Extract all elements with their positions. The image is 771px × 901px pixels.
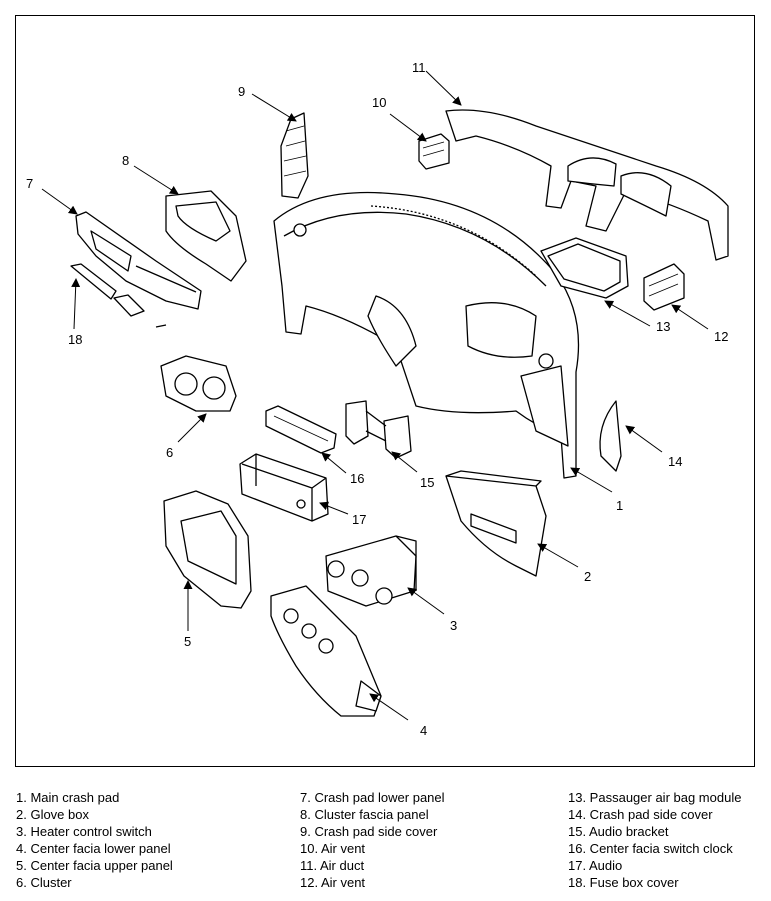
center-facia-lower-panel-drawing <box>270 585 382 717</box>
diagram-frame: 1 2 3 4 5 6 7 8 9 10 11 12 13 14 15 16 1… <box>15 15 755 767</box>
callout-9: 9 <box>238 84 245 99</box>
legend-item: 4. Center facia lower panel <box>16 841 171 856</box>
leader-14 <box>625 425 663 453</box>
legend-item: 10. Air vent <box>300 841 366 856</box>
callout-11: 11 <box>412 60 426 75</box>
leader-17 <box>319 501 349 515</box>
legend-item: 3. Heater control switch <box>16 824 152 839</box>
cluster-drawing <box>160 355 237 412</box>
center-facia-switch-clock-drawing <box>265 405 337 454</box>
callout-17: 17 <box>352 512 366 527</box>
leader-8 <box>133 165 179 195</box>
leader-4 <box>369 693 409 721</box>
center-facia-upper-panel-drawing <box>163 490 252 609</box>
leader-13 <box>604 300 651 327</box>
callout-10: 10 <box>372 95 386 110</box>
legend-item: 5. Center facia upper panel <box>16 858 173 873</box>
leader-7 <box>41 188 78 215</box>
legend-item: 12. Air vent <box>300 875 366 890</box>
callout-2: 2 <box>584 569 591 584</box>
callout-16: 16 <box>350 471 364 486</box>
legend-item: 13. Passauger air bag module <box>568 790 742 805</box>
leader-2 <box>537 543 579 568</box>
legend-item: 8. Cluster fascia panel <box>300 807 429 822</box>
crash-pad-side-cover-9-drawing <box>280 112 309 199</box>
cluster-fascia-panel-drawing <box>165 190 247 282</box>
callout-15: 15 <box>420 475 434 490</box>
legend-item: 7. Crash pad lower panel <box>300 790 445 805</box>
legend-item: 9. Crash pad side cover <box>300 824 438 839</box>
callout-6: 6 <box>166 445 173 460</box>
leader-9 <box>251 93 297 122</box>
crash-pad-side-cover-14-drawing <box>599 400 622 472</box>
glove-box-drawing <box>445 470 547 577</box>
legend-item: 11. Air duct <box>300 858 365 873</box>
leader-16 <box>321 452 347 474</box>
leader-1 <box>570 467 613 493</box>
callout-13: 13 <box>656 319 670 334</box>
leader-15 <box>391 451 418 473</box>
callout-5: 5 <box>184 634 191 649</box>
leader-10 <box>389 113 427 142</box>
legend-item: 18. Fuse box cover <box>568 875 679 890</box>
callout-18: 18 <box>68 332 82 347</box>
crash-pad-lower-panel-drawing <box>75 211 202 310</box>
legend-column-1: 1. Main crash pad 2. Glove box 3. Heater… <box>16 789 173 891</box>
fuse-box-cover-drawing <box>70 263 167 328</box>
legend-item: 14. Crash pad side cover <box>568 807 713 822</box>
air-vent-10-drawing <box>418 133 450 170</box>
callout-14: 14 <box>668 454 682 469</box>
exploded-dashboard-diagram: 1 2 3 4 5 6 7 8 9 10 11 12 13 14 15 16 1… <box>26 60 729 738</box>
main-crash-pad-drawing <box>273 191 580 479</box>
leader-3 <box>407 587 445 615</box>
callout-12: 12 <box>714 329 728 344</box>
callout-3: 3 <box>450 618 457 633</box>
legend-item: 6. Cluster <box>16 875 72 890</box>
heater-control-switch-drawing <box>325 535 417 607</box>
leader-6 <box>177 413 207 443</box>
leader-11 <box>425 70 462 106</box>
air-vent-12-drawing <box>643 263 685 311</box>
passenger-air-bag-module-drawing <box>540 237 629 299</box>
legend-item: 2. Glove box <box>16 807 89 822</box>
air-duct-drawing <box>445 109 729 261</box>
legend-column-2: 7. Crash pad lower panel 8. Cluster fasc… <box>300 789 445 891</box>
callout-8: 8 <box>122 153 129 168</box>
legend-item: 15. Audio bracket <box>568 824 669 839</box>
legend-item: 16. Center facia switch clock <box>568 841 733 856</box>
leader-12 <box>671 304 709 330</box>
leader-18 <box>71 278 81 330</box>
legend-item: 17. Audio <box>568 858 623 873</box>
audio-drawing <box>239 453 329 522</box>
callout-7: 7 <box>26 176 33 191</box>
legend-column-3: 13. Passauger air bag module 14. Crash p… <box>568 789 741 891</box>
callout-4: 4 <box>420 723 427 738</box>
legend-item: 1. Main crash pad <box>16 790 120 805</box>
audio-bracket-drawing <box>345 400 412 459</box>
callout-1: 1 <box>616 498 623 513</box>
